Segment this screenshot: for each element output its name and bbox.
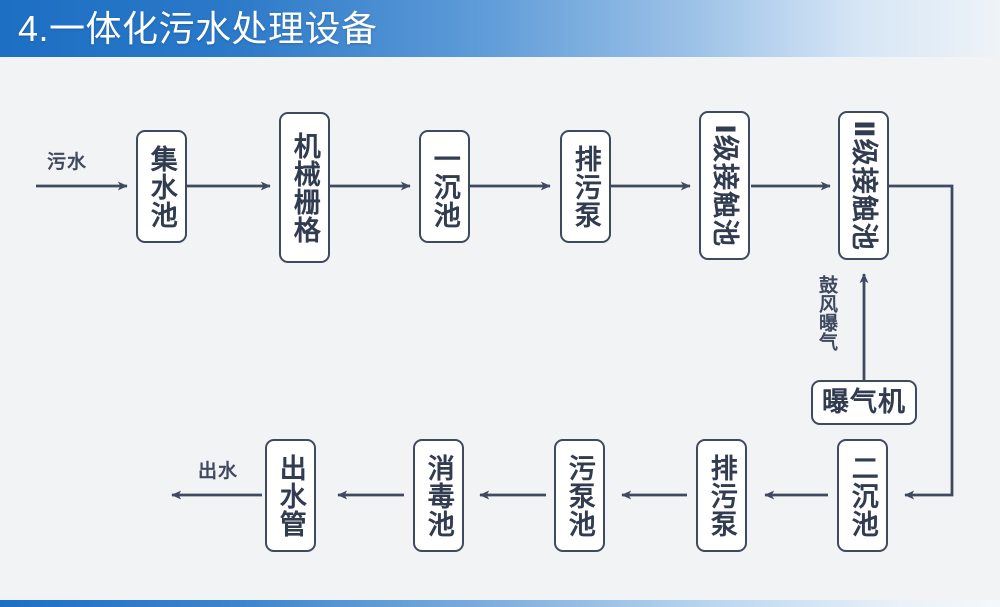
node-jixieshange-label: 机械栅格 (289, 131, 320, 244)
label-aeration: 鼓风曝气 (815, 275, 837, 351)
node-jiechuchi-2[interactable]: Ⅱ级接触池 (838, 111, 889, 260)
page-title: 4.一体化污水处理设备 (18, 8, 378, 49)
slide-footer-bar (0, 600, 1000, 607)
label-outlet: 出水 (198, 461, 239, 482)
node-baoqiji[interactable]: 曝气机 (811, 380, 917, 425)
node-chushuiguan-label: 出水管 (275, 453, 306, 538)
node-jishuichi[interactable]: 集水池 (136, 130, 187, 243)
node-paiwubeng-bottom-label: 排污泵 (706, 453, 737, 538)
node-wubengchi[interactable]: 污泵池 (554, 439, 605, 552)
node-erchenchi-label: 二沉池 (847, 453, 878, 538)
node-paiwubeng-bottom[interactable]: 排污泵 (696, 439, 747, 552)
node-wubengchi-label: 污泵池 (564, 453, 595, 538)
flow-connectors (36, 181, 954, 500)
node-jiechuchi-1[interactable]: Ⅰ级接触池 (699, 111, 750, 260)
node-xiaoduchi[interactable]: 消毒池 (413, 439, 464, 552)
node-paiwubeng-top-label: 排污泵 (570, 144, 601, 229)
node-paiwubeng-top[interactable]: 排污泵 (560, 130, 611, 243)
node-jixieshange[interactable]: 机械栅格 (279, 112, 330, 263)
node-yichenchi[interactable]: 一沉池 (419, 130, 470, 243)
node-jiechuchi-1-label: Ⅰ级接触池 (709, 123, 740, 248)
node-yichenchi-label: 一沉池 (429, 144, 460, 229)
node-jiechuchi-2-label: Ⅱ级接触池 (848, 120, 879, 251)
label-inlet: 污水 (47, 152, 88, 173)
node-xiaoduchi-label: 消毒池 (423, 453, 454, 538)
slide-header-bar: 4.一体化污水处理设备 (0, 0, 1000, 57)
process-flow-diagram: 污水 出水 鼓风曝气 集水池 机械栅格 一沉池 排污泵 Ⅰ级接触池 Ⅱ级接触池 … (0, 57, 1000, 600)
node-jishuichi-label: 集水池 (146, 144, 177, 229)
arrow-jiechuchi2-to-erchenchi (889, 184, 954, 500)
node-chushuiguan[interactable]: 出水管 (265, 439, 316, 552)
node-baoqiji-label: 曝气机 (822, 387, 906, 417)
node-erchenchi[interactable]: 二沉池 (837, 439, 888, 552)
